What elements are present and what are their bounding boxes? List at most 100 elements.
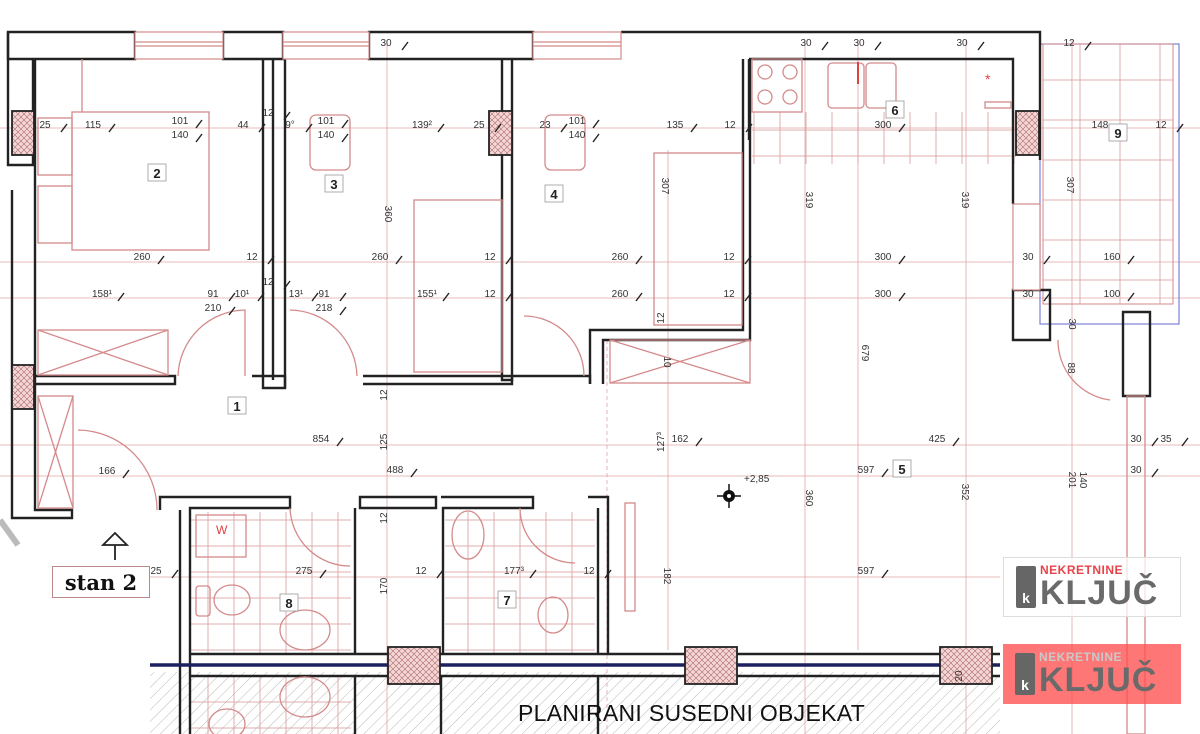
dimension-label: 12 — [379, 389, 390, 401]
boiler-symbol: W — [216, 523, 228, 537]
dimension-label: 12 — [1063, 38, 1075, 49]
dimension-label: 148 — [1092, 120, 1109, 131]
dimension-label: 260 — [372, 252, 389, 263]
dimension-label: 260 — [612, 289, 629, 300]
dimension-label: 30 — [380, 38, 392, 49]
dimension-label: 12 — [656, 312, 667, 324]
dimension-label: 12 — [724, 120, 736, 131]
dimension-label: 360 — [803, 490, 814, 507]
svg-text:8: 8 — [285, 596, 292, 611]
dimension-label: 140 — [1077, 472, 1088, 489]
room-number-9: 9 — [1108, 123, 1128, 142]
dimension-label: 597 — [858, 566, 875, 577]
room-number-2: 2 — [147, 163, 167, 182]
entrance-arrow-icon — [100, 531, 130, 560]
dimension-label: 307 — [659, 178, 670, 195]
dimension-label: 139² — [412, 120, 433, 131]
dimension-label: 127³ — [656, 431, 667, 452]
dimension-label: 260 — [134, 252, 151, 263]
dimension-label: 210 — [205, 303, 222, 314]
svg-text:6: 6 — [891, 103, 898, 118]
dimension-label: 30 — [1130, 434, 1142, 445]
dimension-label: 101 — [318, 116, 335, 127]
svg-text:3: 3 — [330, 177, 337, 192]
dimension-label: 30 — [1130, 465, 1142, 476]
bathroom-8-tiles — [191, 512, 351, 654]
svg-text:9: 9 — [1114, 126, 1121, 141]
dimension-label: 12 — [723, 289, 735, 300]
room-number-4: 4 — [544, 184, 564, 203]
dimension-label: 115 — [85, 120, 101, 131]
dimension-label: 10 — [661, 356, 672, 368]
dimension-label: 160 — [1104, 252, 1121, 263]
dimension-label: 101 — [172, 116, 189, 127]
dimension-label: 20 — [954, 670, 965, 682]
dimension-label: 12 — [484, 289, 496, 300]
dimension-label: 135 — [667, 120, 684, 131]
dimension-label: 182 — [661, 568, 672, 585]
key-icon: k — [1016, 566, 1036, 608]
watermark-logo: k NEKRETNINE KLJUČ — [1003, 557, 1181, 617]
dimension-label: 319 — [803, 192, 814, 209]
watermark-logo-red: k NEKRETNINE KLJUČ — [1003, 644, 1181, 704]
room-numbers: 12 3 4 5 6 7 8 9 — [147, 100, 1128, 612]
dimension-label: 125 — [379, 433, 390, 450]
dimension-label: 25 — [39, 120, 51, 131]
dimension-label: 30 — [1022, 252, 1034, 263]
room-number-6: 6 — [885, 100, 905, 119]
dimension-label: 12 — [379, 512, 390, 524]
dimension-label: 425 — [929, 434, 946, 445]
dimension-label: 12 — [262, 277, 274, 288]
dimension-label: 30 — [800, 38, 812, 49]
dimension-label: 13¹ — [289, 289, 304, 300]
elevation-marker-icon — [717, 484, 741, 508]
neighbor-bathroom-tiles — [191, 676, 351, 734]
dimension-label: 300 — [875, 252, 892, 263]
dimension-label: 25 — [150, 566, 162, 577]
dimension-label: 488 — [387, 465, 404, 476]
dimension-label: 140 — [318, 130, 335, 141]
dimension-label: 23 — [539, 120, 551, 131]
dimension-label: 12 — [246, 252, 258, 263]
kitchen-floor-tiles — [752, 112, 1016, 164]
dimension-label: 155¹ — [417, 289, 438, 300]
room-number-8: 8 — [279, 593, 299, 612]
dimension-label: 352 — [959, 484, 970, 501]
room-number-7: 7 — [497, 590, 517, 609]
dimension-label: 201 — [1066, 472, 1077, 489]
dimension-label: 12 — [1155, 120, 1167, 131]
logo-small-text: NEKRETNINE — [1039, 650, 1123, 664]
dimension-label: 275 — [296, 566, 313, 577]
svg-text:4: 4 — [550, 187, 558, 202]
dimension-label: 88 — [1065, 362, 1076, 374]
logo-big-text: KLJUČ — [1039, 661, 1158, 699]
dimension-label: 12 — [583, 566, 595, 577]
key-icon: k — [1015, 653, 1035, 695]
svg-text:2: 2 — [153, 166, 160, 181]
dimension-label: 9° — [285, 120, 295, 131]
dimension-label: 91 — [318, 289, 330, 300]
dimension-label: 30 — [1022, 289, 1034, 300]
dimension-label: 170 — [379, 577, 390, 594]
apartment-label: stan 2 — [52, 566, 150, 598]
dimension-label: 854 — [313, 434, 330, 445]
dimension-label: 12 — [723, 252, 735, 263]
dimension-label: 140 — [172, 130, 189, 141]
room-number-5: 5 — [892, 459, 912, 478]
dimension-label: 260 — [612, 252, 629, 263]
dimension-label: 91 — [207, 289, 219, 300]
dimension-label: 140 — [569, 130, 586, 141]
dimension-label: 307 — [1064, 177, 1075, 194]
logo-small-text: NEKRETNINE — [1040, 563, 1124, 577]
dimension-label: 300 — [875, 289, 892, 300]
dimension-label: 44 — [237, 120, 249, 131]
dimension-label: 300 — [875, 120, 892, 131]
svg-text:7: 7 — [503, 593, 510, 608]
planned-building-label: PLANIRANI SUSEDNI OBJEKAT — [518, 700, 866, 726]
dimension-label: 12 — [262, 108, 274, 119]
dimension-label: 30 — [956, 38, 968, 49]
dimension-label: 218 — [316, 303, 333, 314]
dimension-label: 319 — [959, 192, 970, 209]
elevation-text: +2,85 — [744, 474, 770, 485]
